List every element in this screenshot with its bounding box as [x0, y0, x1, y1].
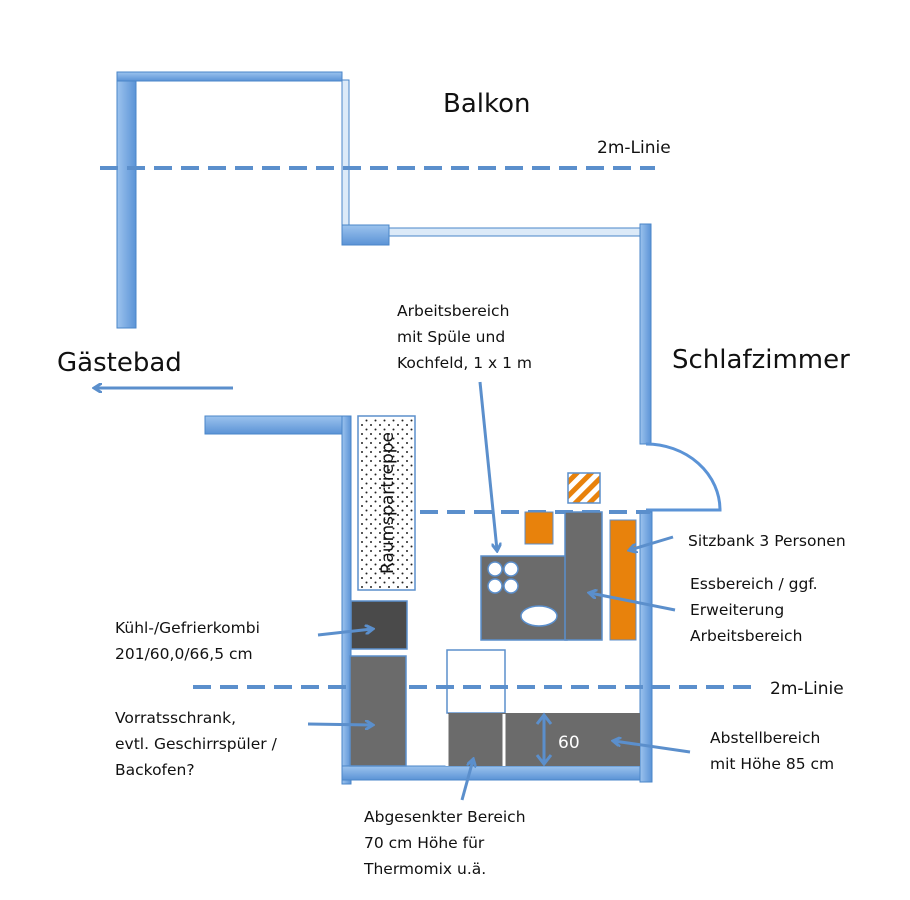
door-swing	[645, 442, 722, 512]
kuehl-arrow-icon	[317, 629, 372, 637]
wall-top	[116, 71, 343, 82]
annotation-line: Kochfeld, 1 x 1 m	[397, 354, 532, 372]
line-label-2m-bottom: 2m-Linie	[770, 679, 844, 699]
annotation-line: Essbereich / ggf.	[690, 575, 818, 593]
wall-corner-block	[341, 224, 390, 246]
vorrat-arrow-icon	[307, 724, 372, 725]
wall-left-stub	[204, 415, 346, 435]
sitzbank-arrow-icon	[630, 535, 674, 550]
annotation-line: Kühl-/Gefrierkombi	[115, 619, 260, 637]
annotation-abgesenkt: Abgesenkter Bereich 70 cm Höhe für Therm…	[363, 808, 526, 878]
arbeitsbereich-arrow-icon	[478, 381, 497, 550]
burner-icon	[503, 561, 519, 577]
annotation-line: Vorratsschrank,	[115, 709, 236, 727]
bench-small	[524, 511, 554, 545]
annotation-line: Arbeitsbereich	[690, 627, 802, 645]
wall-right-upper	[639, 223, 652, 445]
pantry-cabinet	[349, 655, 407, 767]
open-area-outline	[446, 649, 506, 714]
abgesenkt-arrow-icon	[460, 760, 473, 801]
annotation-line: mit Höhe 85 cm	[710, 755, 834, 773]
cooktop	[487, 561, 519, 594]
bench-3-persons	[609, 519, 637, 641]
burner-icon	[503, 578, 519, 594]
wall-right-lower	[639, 511, 653, 783]
annotation-sitzbank: Sitzbank 3 Personen	[688, 532, 846, 550]
stairs-label: Raumspartreppe	[378, 432, 398, 574]
dining-area-counter	[564, 511, 603, 641]
burner-icon	[487, 561, 503, 577]
wall-bottom	[341, 765, 653, 781]
room-label-gaestebad: Gästebad	[57, 348, 182, 378]
wall-left-upper	[116, 71, 137, 329]
abstell-arrow-icon	[614, 741, 691, 754]
dimension-arrow-icon	[535, 712, 553, 767]
room-label-balkon: Balkon	[443, 89, 531, 119]
annotation-line: Abstellbereich	[710, 729, 820, 747]
annotation-line: Sitzbank 3 Personen	[688, 532, 846, 550]
window-balkon-vertical	[341, 79, 350, 227]
annotation-arrows	[95, 381, 691, 801]
dimension-label: 60	[558, 733, 580, 753]
fridge-freezer	[350, 600, 408, 650]
sink-icon	[520, 605, 558, 627]
annotation-line: Thermomix u.ä.	[363, 860, 486, 878]
annotation-line: Erweiterung	[690, 601, 784, 619]
lowered-counter	[448, 713, 505, 766]
room-label-schlafzimmer: Schlafzimmer	[672, 345, 850, 375]
annotation-line: Backofen?	[115, 761, 195, 779]
line-label-2m-top: 2m-Linie	[597, 138, 671, 158]
annotation-line: mit Spüle und	[397, 328, 505, 346]
annotation-essbereich: Essbereich / ggf. Erweiterung Arbeitsber…	[690, 575, 818, 645]
hatched-element	[567, 472, 601, 504]
annotation-vorrat: Vorratsschrank, evtl. Geschirrspüler / B…	[115, 709, 278, 779]
essbereich-arrow-icon	[590, 593, 676, 612]
annotation-line: 70 cm Höhe für	[364, 834, 485, 852]
annotation-line: Arbeitsbereich	[397, 302, 509, 320]
annotation-kuehl: Kühl-/Gefrierkombi 201/60,0/66,5 cm	[115, 619, 260, 663]
annotation-line: evtl. Geschirrspüler /	[115, 735, 278, 753]
burner-icon	[487, 578, 503, 594]
window-balkon-horizontal	[388, 227, 642, 237]
annotation-line: Abgesenkter Bereich	[364, 808, 526, 826]
annotation-abstell: Abstellbereich mit Höhe 85 cm	[710, 729, 834, 773]
annotation-arbeitsbereich: Arbeitsbereich mit Spüle und Kochfeld, 1…	[397, 302, 532, 372]
stairs-dot-pattern	[359, 417, 414, 589]
wall-left-lower	[341, 415, 352, 785]
annotation-line: 201/60,0/66,5 cm	[115, 645, 253, 663]
